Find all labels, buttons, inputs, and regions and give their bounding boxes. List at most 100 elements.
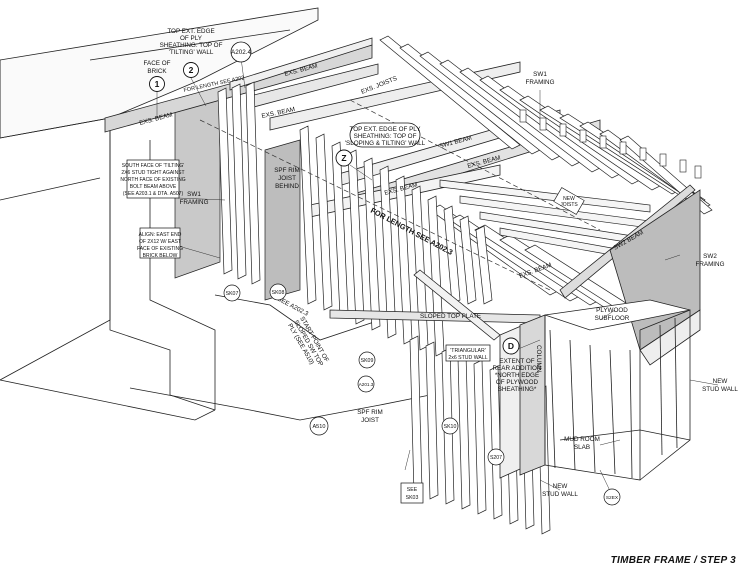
note-spf-rim-1: SPF RIM xyxy=(357,409,383,416)
note-sw1-top-2: FRAMING xyxy=(525,79,554,86)
note-sw1-left-2: FRAMING xyxy=(179,199,208,206)
note-new-stud-right-1: NEW xyxy=(713,378,728,385)
callout-z-line-2: SHEATHING: TOP OF xyxy=(354,133,417,140)
note-spf-behind-3: BEHIND xyxy=(275,183,299,190)
svg-text:(SEE A203.1 & DTA. A507): (SEE A203.1 & DTA. A507) xyxy=(123,191,184,197)
ref-s207[interactable]: S207 xyxy=(487,448,505,466)
callout-d-letter: D xyxy=(508,341,514,351)
svg-text:BRICK BELOW: BRICK BELOW xyxy=(143,253,178,259)
label-exs-beam-low: EXS. BEAM xyxy=(467,154,502,170)
note-sw1-top-1: SW1 xyxy=(533,71,547,78)
callout-2-line-1: TOP EXT. EDGE xyxy=(167,28,214,35)
label-exs-beam-right: EXS. BEAM xyxy=(518,262,552,280)
label-exs-joists: EXS. JOISTS xyxy=(360,75,398,96)
label-for-length: FOR LENGTH SEE A202.3 xyxy=(369,206,454,257)
svg-text:SEE: SEE xyxy=(407,487,418,493)
note-spf-behind-1: SPF RIM xyxy=(274,167,300,174)
ref-s2ex[interactable]: S2EX xyxy=(603,488,621,506)
note-align: ALIGN: EAST END OF 2X12 W/ EAST FACE OF … xyxy=(137,227,183,259)
callout-1-line-1: FACE OF xyxy=(144,60,171,67)
label-sw2-beam: SW2 BEAM xyxy=(613,229,645,252)
ref-sk07[interactable]: SK07 xyxy=(223,284,241,302)
callout-1-number: 1 xyxy=(155,79,160,89)
label-sloped-top-plate: SLOPED TOP PLATE xyxy=(420,313,481,320)
note-mud-room-2: SLAB xyxy=(574,444,590,451)
svg-text:BOLT BEAM ABOVE: BOLT BEAM ABOVE xyxy=(130,184,177,190)
callout-1[interactable]: 1 FACE OF BRICK xyxy=(144,60,171,92)
joist-ends xyxy=(519,109,702,179)
ref-sk08[interactable]: SK08 xyxy=(269,283,287,301)
label-column: COLUMN xyxy=(535,345,542,373)
roof-joists xyxy=(379,35,713,215)
sheet-title: TIMBER FRAME / STEP 3 xyxy=(610,555,736,566)
ref-sk03[interactable]: SEE SK03 xyxy=(400,482,424,504)
callout-d-line-3: *NORTH EDGE xyxy=(495,372,539,379)
note-new-stud-right-2: STUD WALL xyxy=(702,386,738,393)
svg-text:SK03: SK03 xyxy=(406,495,419,501)
label-exs-beam-left: EXS. BEAM xyxy=(139,111,174,127)
callout-1-line-2: BRICK xyxy=(147,68,167,75)
note-spf-rim-2: JOIST xyxy=(361,417,379,424)
label-exs-beam-mid: EXS. BEAM xyxy=(261,106,296,120)
svg-text:SK07: SK07 xyxy=(226,291,239,297)
note-sw2-1: SW2 xyxy=(703,253,717,260)
ref-a2024-text: A202.4 xyxy=(231,49,251,56)
note-new-stud-bottom-1: NEW xyxy=(553,483,568,490)
callout-d-line-1: EXTENT OF xyxy=(499,358,534,365)
note-south-face: SOUTH FACE OF 'TILTING' 2X6 STUD TIGHT A… xyxy=(120,159,186,199)
ref-sk09[interactable]: SK09 xyxy=(358,351,376,369)
ref-a2013[interactable]: A201.3 xyxy=(357,375,375,393)
dashed-lines xyxy=(199,99,601,291)
svg-text:A201.3: A201.3 xyxy=(359,382,374,387)
callout-2[interactable]: 2 TOP EXT. EDGE OF PLY SHEATHING: TOP OF… xyxy=(160,28,223,78)
callout-d-line-5: SHEATHING* xyxy=(498,386,537,393)
svg-text:SK09: SK09 xyxy=(361,358,374,364)
callout-2-line-3: SHEATHING: TOP OF xyxy=(160,42,223,49)
callout-z-letter: Z xyxy=(341,153,346,163)
svg-text:2X6 STUD TIGHT AGAINST: 2X6 STUD TIGHT AGAINST xyxy=(121,170,184,176)
svg-text:NEW: NEW xyxy=(563,196,575,202)
label-for-length-small: FOR LENGTH SEE A202 xyxy=(183,75,245,94)
svg-text:NORTH FACE OF EXISTING: NORTH FACE OF EXISTING xyxy=(120,177,185,183)
label-exs-beam-top: EXS. BEAM xyxy=(284,62,319,78)
callout-z-line-1: TOP EXT. EDGE OF PLY xyxy=(349,126,421,133)
ref-a510[interactable]: A510 xyxy=(309,416,329,436)
callout-z-line-3: 'SLOPING & TILTING' WALL xyxy=(345,140,426,147)
note-plywood-1: PLYWOOD xyxy=(596,307,628,314)
callout-2-line-4: 'TILTING' WALL xyxy=(169,49,214,56)
note-start-point: START POINT OF SLOPED SW TOP PLY (SEE A5… xyxy=(286,316,330,368)
existing-building xyxy=(0,7,431,421)
svg-text:OF 2X12 W/ EAST: OF 2X12 W/ EAST xyxy=(139,239,181,245)
rear-addition-box xyxy=(544,299,691,481)
note-new-stud-bottom-2: STUD WALL xyxy=(542,491,578,498)
note-sw2-2: FRAMING xyxy=(695,261,724,268)
svg-text:SOUTH FACE OF 'TILTING': SOUTH FACE OF 'TILTING' xyxy=(122,163,184,169)
svg-text:SK08: SK08 xyxy=(272,290,285,296)
svg-text:A510: A510 xyxy=(312,424,325,430)
callout-d[interactable]: D EXTENT OF REAR ADDITION *NORTH EDGE OF… xyxy=(493,337,542,393)
label-exs-beam-small: EXS. BEAM xyxy=(384,181,419,197)
note-new-joists: NEW JOISTS xyxy=(553,187,585,215)
svg-text:SK10: SK10 xyxy=(444,424,457,430)
svg-text:S2EX: S2EX xyxy=(606,495,619,501)
ref-a2024[interactable]: A202.4 xyxy=(230,41,251,63)
svg-text:S207: S207 xyxy=(490,455,502,461)
callout-2-line-2: OF PLY xyxy=(180,35,203,42)
svg-text:FACE OF EXISTING: FACE OF EXISTING xyxy=(137,246,183,252)
note-triangular: 'TRIANGULAR' 2x6 STUD WALL xyxy=(445,344,491,362)
callout-d-line-2: REAR ADDITION xyxy=(493,365,542,372)
sloped-top-plate xyxy=(329,269,546,479)
callout-z[interactable]: TOP EXT. EDGE OF PLY SHEATHING: TOP OF '… xyxy=(335,122,426,167)
ref-sk10[interactable]: SK10 xyxy=(441,417,459,435)
note-spf-behind-2: JOIST xyxy=(278,175,296,182)
callout-2-number: 2 xyxy=(189,65,194,75)
note-plywood-2: SUBFLOOR xyxy=(595,315,630,322)
svg-text:'TRIANGULAR': 'TRIANGULAR' xyxy=(450,348,485,354)
note-mud-room-1: MUD ROOM xyxy=(564,436,600,443)
svg-text:JOISTS: JOISTS xyxy=(560,202,578,208)
svg-text:2x6 STUD WALL: 2x6 STUD WALL xyxy=(448,355,487,361)
callout-d-line-4: OF PLYWOOD xyxy=(496,379,539,386)
